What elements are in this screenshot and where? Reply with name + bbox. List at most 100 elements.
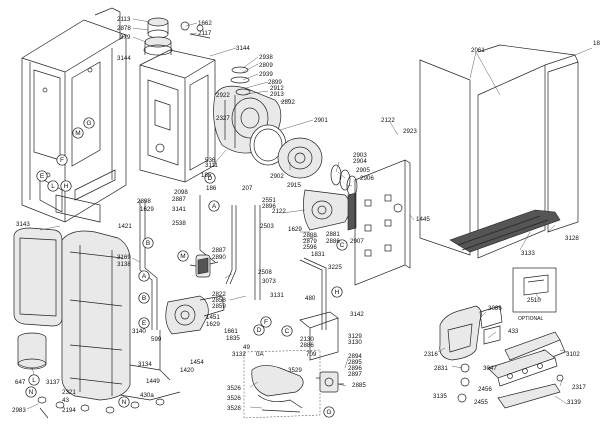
connector-circle	[253, 324, 265, 336]
part-number-label: 1449	[146, 378, 160, 385]
connector-letter: B	[146, 240, 150, 247]
connector-marker: F	[56, 154, 68, 166]
part-number-label: 1445	[416, 216, 430, 223]
part-number-label: 2887	[212, 247, 226, 254]
part-number-label: 2122	[272, 208, 286, 215]
part-number-label: 2455	[474, 399, 488, 406]
part-number-label: 2321	[62, 389, 76, 396]
part-number-label: 3225	[328, 264, 342, 271]
connector-circle	[47, 180, 59, 192]
connector-letter: E	[40, 173, 45, 180]
part-number-label: 3144	[117, 55, 131, 62]
connector-circle	[142, 237, 154, 249]
boiler-chassis-frame	[21, 7, 127, 223]
part-number-label: 3047	[483, 365, 497, 372]
part-number-label: 1835	[226, 335, 240, 342]
part-number-label: 2538	[172, 220, 186, 227]
part-number-label: 1661	[224, 328, 238, 335]
part-number-label: 2912	[270, 85, 284, 92]
part-number-label: 2902	[270, 173, 284, 180]
part-number-label: 2904	[353, 158, 367, 165]
connector-circle	[260, 316, 272, 328]
leader-lines	[26, 18, 593, 410]
part-number-label: 2858	[212, 297, 226, 304]
part-number-label: 3526	[227, 395, 241, 402]
part-number-label: 207	[242, 185, 253, 192]
connector-marker: H	[60, 180, 72, 192]
part-number-label: 2922	[216, 92, 230, 99]
part-number-label: 2923	[403, 128, 417, 135]
control-panel-assembly	[439, 305, 566, 409]
connector-marker: N	[118, 396, 130, 408]
part-number-label: 2885	[352, 382, 366, 389]
connector-marker: L	[28, 374, 40, 386]
part-number-label: 3133	[521, 250, 535, 257]
connector-letter: M	[180, 253, 185, 260]
connector-circle	[56, 154, 68, 166]
connector-marker: B	[138, 292, 150, 304]
part-number-label: 2510	[527, 297, 541, 304]
connector-letter: M	[75, 130, 80, 137]
connector-circle	[83, 117, 95, 129]
part-number-label: 430a	[140, 392, 154, 399]
part-number-label: 2859	[212, 303, 226, 310]
part-number-label: 3134	[138, 361, 152, 368]
part-number-label: 2913	[270, 91, 284, 98]
part-number-label: 2905	[356, 167, 370, 174]
connector-marker: D	[204, 172, 216, 184]
connector-circle	[25, 386, 37, 398]
burner-assembly	[303, 164, 358, 231]
part-number-label: 1421	[118, 223, 132, 230]
part-number-label: 3129	[348, 333, 362, 340]
optional-module	[512, 267, 557, 313]
connector-letter: E	[142, 320, 147, 327]
part-number-label: 185	[201, 172, 212, 179]
part-number-label: 3141	[172, 206, 186, 213]
connector-letter: N	[29, 389, 34, 396]
part-number-label: 3086	[488, 305, 502, 312]
flue-adapter-assembly	[143, 17, 211, 56]
connector-circle	[60, 180, 72, 192]
connector-marker: C	[281, 325, 293, 337]
part-number-label: 2899	[268, 79, 282, 86]
part-number-label: 3132	[232, 351, 246, 358]
part-number-label: 3526	[227, 385, 241, 392]
part-number-label: 2822	[212, 291, 226, 298]
part-number-label: 2327	[216, 115, 230, 122]
connector-letter: C	[285, 328, 290, 335]
part-number-label: 3102	[566, 351, 580, 358]
part-number-label: 2895	[348, 359, 362, 366]
bottom-fittings	[37, 396, 165, 419]
fan-assembly	[213, 66, 323, 179]
part-number-label: 3142	[350, 311, 364, 318]
connector-marker: B	[142, 237, 154, 249]
part-number-label: 0A	[256, 351, 264, 358]
part-number-label: 3140	[132, 328, 146, 335]
connector-circle	[28, 374, 40, 386]
connector-marker: A	[208, 200, 220, 212]
part-number-label: 2888	[303, 232, 317, 239]
connector-marker: A	[138, 270, 150, 282]
connector-circle	[177, 250, 189, 262]
part-number-label: 2061	[471, 47, 485, 54]
side-mounting-panel	[354, 159, 411, 286]
part-number-label: 709	[306, 351, 317, 358]
part-number-label: 2886	[300, 342, 314, 349]
optional-label: OPTIONAL	[518, 316, 544, 322]
connector-circle	[336, 239, 348, 251]
connector-circle	[138, 270, 150, 282]
connector-circle	[208, 200, 220, 212]
part-number-label: 2456	[478, 386, 492, 393]
bottom-pipe-kit	[243, 349, 321, 419]
part-number-label: 2503	[260, 223, 274, 230]
diverter-valve	[189, 254, 219, 278]
part-number-label: 2886	[326, 238, 340, 245]
part-number-label: 1818	[593, 40, 600, 47]
outer-casing	[419, 44, 579, 259]
part-number-label: 3143	[16, 221, 30, 228]
connector-marker: E	[138, 317, 150, 329]
connector-letter: H	[64, 183, 69, 190]
